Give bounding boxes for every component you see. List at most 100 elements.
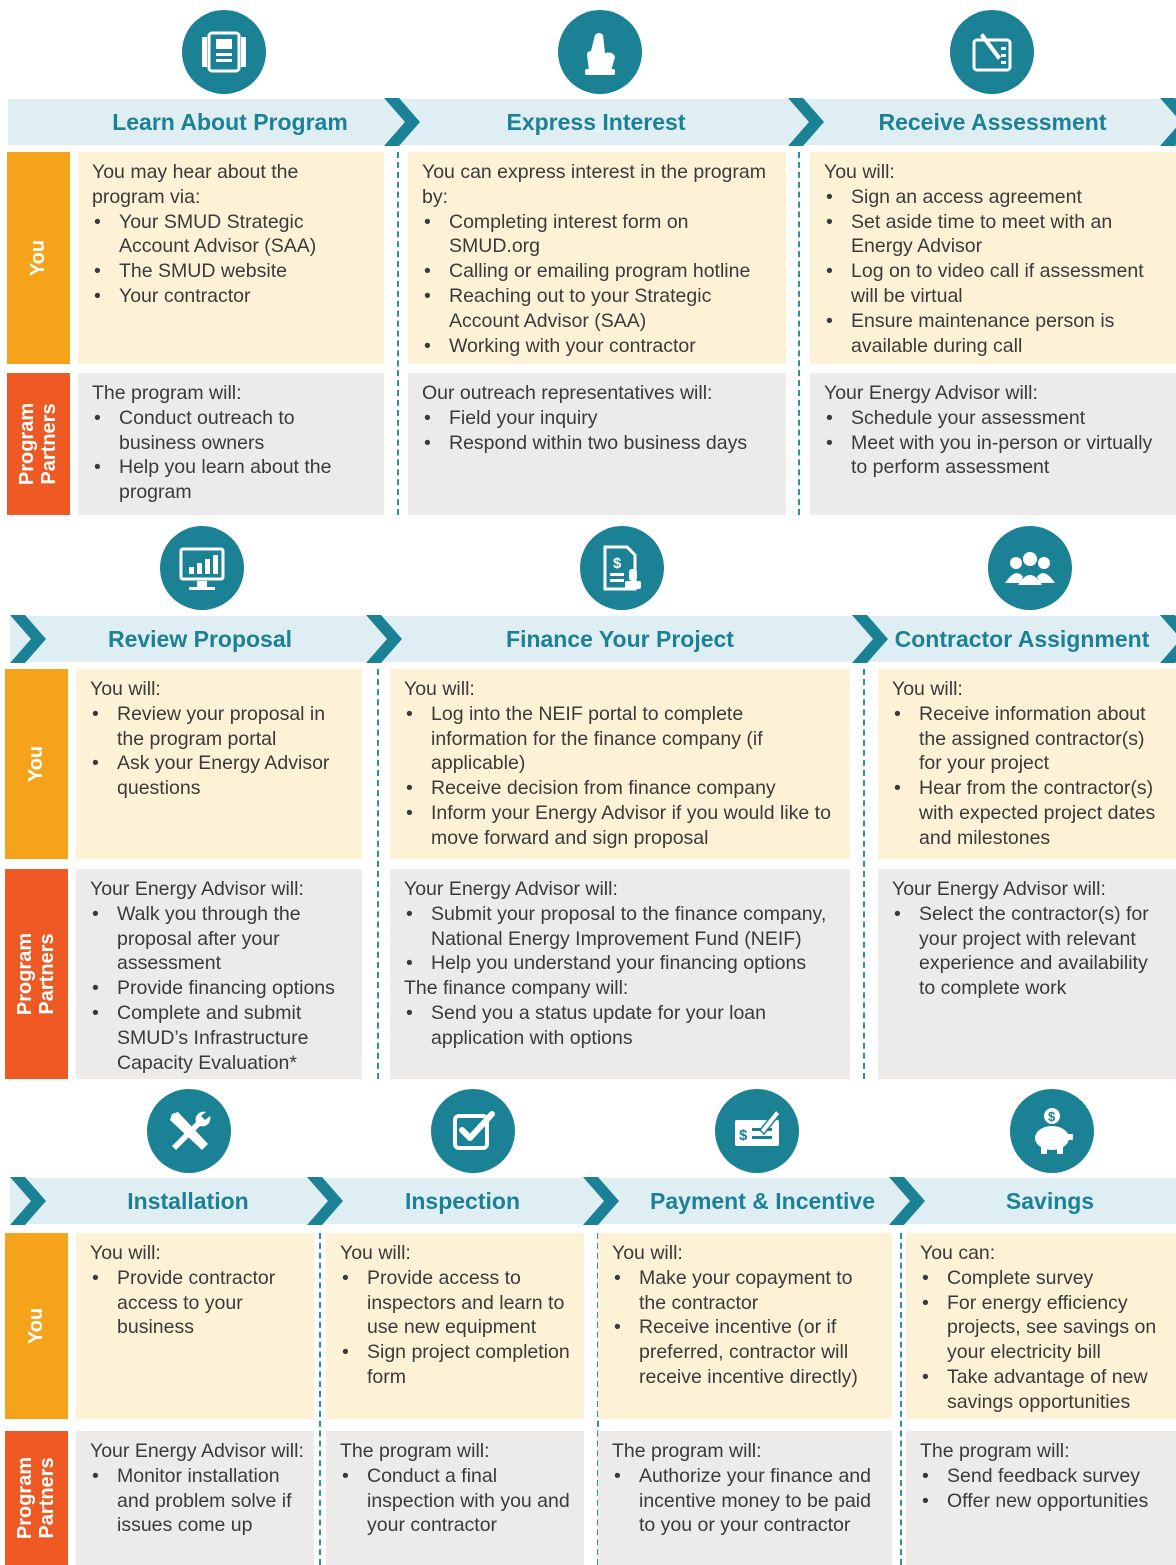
you-label: You [5, 669, 68, 859]
step-title: Learn About Program [112, 109, 348, 135]
partners-cell: Your Energy Advisor will:Monitor install… [76, 1431, 314, 1565]
list-item: Receive information about the assigned c… [892, 702, 1166, 776]
chevron-right-icon [10, 1177, 46, 1225]
you-cell: You will:Review your proposal in the pro… [76, 669, 362, 859]
svg-text:$: $ [1048, 1109, 1056, 1124]
piggy-bank-icon: $ [1010, 1089, 1094, 1173]
list-item: Sign project completion form [340, 1340, 574, 1390]
svg-text:$: $ [613, 555, 622, 572]
you-cell: You will:Log into the NEIF portal to com… [390, 669, 850, 859]
checkbox-icon [431, 1089, 515, 1173]
partners-cell: The program will:Authorize your finance … [598, 1431, 892, 1565]
partners-cell: Your Energy Advisor will:Schedule your a… [810, 373, 1176, 515]
list-item: Log on to video call if assessment will … [824, 259, 1166, 309]
list-item: Inform your Energy Advisor if you would … [404, 801, 840, 851]
list-item: Monitor installation and problem solve i… [90, 1464, 304, 1538]
cell-intro: The program will: [92, 382, 242, 404]
step-title: Review Proposal [107, 626, 293, 652]
list-item: Send feedback survey [920, 1464, 1166, 1489]
cell-intro: You will: [824, 161, 895, 183]
chevron-right-icon [583, 1177, 619, 1225]
step-banner [8, 99, 1176, 145]
bullet-list: Monitor installation and problem solve i… [90, 1464, 304, 1538]
list-item: Completing interest form on SMUD.org [422, 210, 776, 260]
list-item: Help you learn about the program [92, 455, 374, 505]
chevron-right-icon [366, 615, 402, 663]
list-item: Working with your contractor [422, 334, 776, 359]
you-cell: You can:Complete surveyFor energy effici… [906, 1233, 1176, 1419]
you-cell: You may hear about the program via:Your … [78, 152, 384, 364]
you-cell: You will:Provide contractor access to yo… [76, 1233, 314, 1419]
step-title: Payment & Incentive [650, 1188, 875, 1214]
cell-intro: The program will: [612, 1440, 762, 1462]
bullet-list: Your SMUD Strategic Account Advisor (SAA… [92, 210, 374, 309]
list-item: Ensure maintenance person is available d… [824, 309, 1166, 359]
raised-hand-icon [558, 10, 642, 94]
column-divider [863, 669, 865, 1079]
bullet-list: Receive information about the assigned c… [892, 702, 1166, 851]
column-divider [900, 1233, 902, 1565]
partners-cell: Your Energy Advisor will:Select the cont… [878, 869, 1176, 1079]
partners-cell: The program will:Send feedback surveyOff… [906, 1431, 1176, 1565]
cell-intro: You will: [892, 678, 963, 700]
list-item: Your contractor [92, 284, 374, 309]
cell-intro: You will: [404, 678, 475, 700]
step-banner [10, 616, 1176, 662]
chevron-right-icon [307, 1177, 343, 1225]
bullet-list: Schedule your assessmentMeet with you in… [824, 406, 1166, 480]
chevron-right-icon [1160, 98, 1176, 146]
cell-intro: You can express interest in the program … [422, 161, 766, 208]
bullet-list: Send you a status update for your loan a… [404, 1001, 840, 1051]
list-item: Sign an access agreement [824, 185, 1166, 210]
list-item: Calling or emailing program hotline [422, 259, 776, 284]
list-item: Respond within two business days [422, 431, 776, 456]
you-cell: You will:Receive information about the a… [878, 669, 1176, 859]
partners-cell: The program will:Conduct outreach to bus… [78, 373, 384, 515]
cell-intro: You will: [90, 678, 161, 700]
you-cell: You will:Sign an access agreementSet asi… [810, 152, 1176, 364]
column-divider [319, 1233, 321, 1565]
brochure-icon [182, 10, 266, 94]
you-label: You [5, 1233, 68, 1419]
list-item: For energy efficiency projects, see savi… [920, 1291, 1166, 1365]
cell-intro: You will: [90, 1242, 161, 1264]
step-title: Contractor Assignment [894, 626, 1150, 652]
step-title: Receive Assessment [878, 109, 1107, 135]
step-title: Express Interest [506, 109, 686, 135]
chevron-right-icon [1160, 615, 1176, 663]
column-divider [397, 152, 399, 515]
list-item: Provide access to inspectors and learn t… [340, 1266, 574, 1340]
monitor-chart-icon [160, 526, 244, 610]
list-item: Receive incentive (or if preferred, cont… [612, 1315, 882, 1389]
cell-intro: Your Energy Advisor will: [892, 878, 1106, 900]
bullet-list: Authorize your finance and incentive mon… [612, 1464, 882, 1538]
step-title: Installation [127, 1188, 249, 1214]
people-group-icon [988, 526, 1072, 610]
bullet-list: Sign an access agreementSet aside time t… [824, 185, 1166, 359]
list-item: Reaching out to your Strategic Account A… [422, 284, 776, 334]
list-item: Field your inquiry [422, 406, 776, 431]
list-item: Submit your proposal to the finance comp… [404, 902, 840, 952]
cell-intro: Our outreach representatives will: [422, 382, 713, 404]
you-cell: You will:Make your copayment to the cont… [598, 1233, 892, 1419]
cell-intro: You will: [340, 1242, 411, 1264]
cell-intro: You will: [612, 1242, 683, 1264]
bullet-list: Provide access to inspectors and learn t… [340, 1266, 574, 1390]
list-item: Your SMUD Strategic Account Advisor (SAA… [92, 210, 374, 260]
bullet-list: Make your copayment to the contractorRec… [612, 1266, 882, 1390]
column-divider [377, 669, 379, 1079]
bullet-list: Provide contractor access to your busine… [90, 1266, 304, 1340]
cell-intro: Your Energy Advisor will: [90, 1440, 304, 1462]
bullet-list: Conduct outreach to business ownersHelp … [92, 406, 374, 505]
chevron-right-icon [788, 98, 824, 146]
program-partners-label: Program Partners [7, 373, 70, 515]
cell-intro: You can: [920, 1242, 996, 1264]
bullet-list: Review your proposal in the program port… [90, 702, 352, 801]
list-item: Send you a status update for your loan a… [404, 1001, 840, 1051]
cell-intro: Your Energy Advisor will: [90, 878, 304, 900]
you-cell: You will:Provide access to inspectors an… [326, 1233, 584, 1419]
check-payment-icon: $ [715, 1089, 799, 1173]
list-item: Offer new opportunities [920, 1489, 1166, 1514]
column-divider [798, 152, 800, 515]
bullet-list: Completing interest form on SMUD.orgCall… [422, 210, 776, 359]
